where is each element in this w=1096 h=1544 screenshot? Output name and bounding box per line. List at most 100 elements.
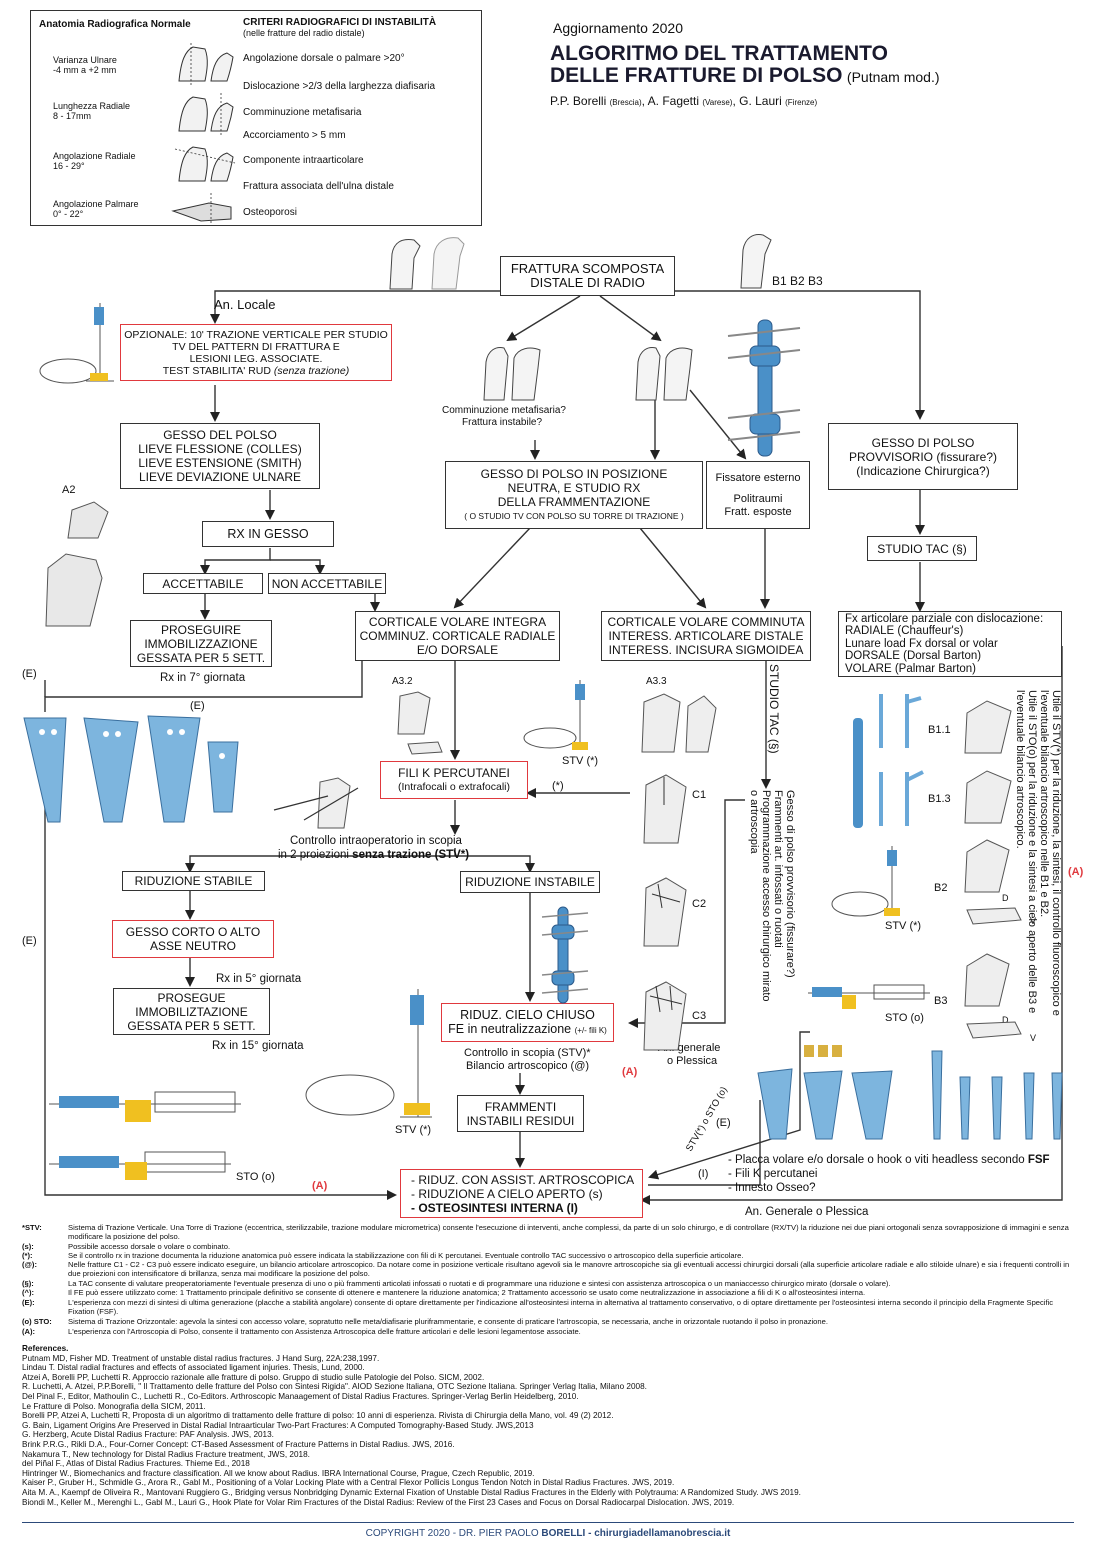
gesso-neutra-line: GESSO DI POLSO IN POSIZIONE [480, 467, 668, 481]
horizontal-traction-icon [49, 1151, 231, 1180]
gesso-neutra-line: DELLA FRAMMENTAZIONE [497, 495, 651, 509]
b2-fracture-icon [964, 839, 1022, 925]
label-b1-3: B1.3 [928, 793, 951, 805]
utile-vert-line: Utile il STV(*) per la riduzione, la sin… [1050, 690, 1062, 1016]
reference-item: Del Pinal F., Editor, Mathoulin C., Luch… [22, 1391, 579, 1401]
non-accettabile-label: NON ACCETTABILE [271, 576, 383, 591]
an-locale-label: An. Locale [214, 297, 276, 312]
anatomy-label: Varianza Ulnare [53, 55, 117, 65]
label-e: (E) [190, 700, 205, 712]
riduzione-stabile-box: RIDUZIONE STABILE [122, 871, 265, 891]
b-types-label: B1 B2 B3 [772, 274, 823, 288]
frammenti-line: FRAMMENTI [484, 1099, 557, 1114]
author: G. Lauri [739, 94, 782, 108]
anatomy-label: Lunghezza Radiale [53, 101, 131, 111]
footnotes: *STV: Sistema di Trazione Verticale. Una… [0, 1223, 1096, 1344]
footnote-key: (@): [22, 1260, 37, 1269]
controllo-intra2-wrap: in 2 proiezioni senza trazione (STV*) [278, 849, 469, 861]
proseguire-line: IMMOBILIZZAZIONE [144, 636, 258, 651]
k-wire-fracture-icon [273, 777, 359, 829]
prosegue-line: PROSEGUE [157, 990, 226, 1005]
bone-sketch-icon [483, 347, 541, 401]
copyright-bold: BORELLI - chirurgiadellamanobrescia.it [541, 1528, 731, 1539]
bone-sketch-icon [635, 347, 693, 401]
traction-tower-icon [523, 680, 588, 750]
rx-gesso-label: RX IN GESSO [227, 527, 309, 541]
footnote-key: *STV: [22, 1223, 42, 1232]
i-label: (I) [698, 1168, 709, 1180]
label-b2: B2 [934, 882, 948, 894]
riduzione-instabile-label: RIDUZIONE INSTABILE [465, 875, 595, 889]
page-title-line2-wrap: DELLE FRATTURE DI POLSO (Putnam mod.) [550, 64, 940, 88]
anatomy-value: 0° - 22° [53, 209, 84, 219]
final-line: - RIDUZ. CON ASSIST. ARTROSCOPICA [411, 1172, 635, 1187]
studio-tac-box: STUDIO TAC (§) [867, 536, 977, 561]
gesso-prov-line: PROVVISORIO (fissurare?) [848, 449, 998, 464]
gesso-neutra-line: NEUTRA, E STUDIO RX [507, 481, 641, 495]
corticale-integra-line: COMMINUZ. CORTICALE RADIALE [359, 629, 556, 643]
riduzione-stabile-label: RIDUZIONE STABILE [134, 874, 253, 888]
footnote-text: L'esperienza con l'Artroscopia di Polso,… [68, 1327, 581, 1336]
page-title-line2: DELLE FRATTURE DI POLSO [550, 64, 843, 87]
criterion: Angolazione dorsale o palmare >20° [243, 53, 405, 64]
start-box: FRATTURA SCOMPOSTA DISTALE DI RADIO [500, 256, 675, 296]
external-fixator-icon [727, 319, 801, 457]
fissatore-line: Politraumi [733, 492, 783, 505]
studio-tac-vertical: STUDIO TAC (§) [767, 664, 781, 754]
reference-item: G. Bain, Ligament Origins Are Preserved … [22, 1420, 534, 1430]
a3-3-fracture-icon [641, 693, 717, 753]
optional-traction-box: OPZIONALE: 10' TRAZIONE VERTICALE PER ST… [120, 324, 392, 381]
placca-wrap: - Placca volare e/o dorsale o hook o vit… [728, 1154, 1050, 1166]
controllo-intra-bold: senza trazione (STV*) [352, 849, 470, 861]
anatomy-label: Angolazione Radiale [53, 151, 136, 161]
start-line: FRATTURA SCOMPOSTA [510, 261, 665, 276]
footnote-key: (*): [22, 1251, 33, 1260]
fissatore-line: Fissatore esterno [715, 471, 801, 484]
footnote-text: Sistema di Trazione Orizzontale: agevola… [68, 1317, 828, 1326]
fsf-plates-icon [757, 1045, 1063, 1140]
placca-bold: FSF [1027, 1154, 1050, 1166]
footnote-key: (§): [22, 1279, 34, 1288]
label-a3-3: A3.3 [646, 676, 667, 687]
gesso-prov-vert-line: Programmazione accesso chirurgico mirato [760, 790, 772, 1002]
label-d: D [1002, 893, 1009, 903]
horizontal-traction-icon [49, 1091, 241, 1122]
traction-tower-icon [831, 846, 900, 917]
gesso-prov-line: GESSO DI POLSO [871, 435, 975, 450]
author-city: (Firenze) [785, 98, 818, 107]
controllo-intra: Controllo intraoperatorio in scopia [290, 835, 462, 847]
footnote-key: (o) STO: [22, 1317, 52, 1326]
corticale-comminuta-line: INTERESS. ARTICOLARE DISTALE [608, 629, 804, 643]
anatomy-value: -4 mm a +2 mm [53, 65, 117, 75]
reference-item: Le Fratture di Polso. Monografia della S… [22, 1401, 206, 1411]
corticale-comminuta-box: CORTICALE VOLARE COMMINUTA INTERESS. ART… [601, 611, 811, 661]
corticale-integra-box: CORTICALE VOLARE INTEGRA COMMINUZ. CORTI… [355, 611, 560, 661]
reference-item: Borelli PP, Atzei A, Luchetti R, Propost… [22, 1411, 614, 1421]
label-d: D [1002, 1015, 1009, 1025]
prosegue-line: GESSATA PER 5 SETT. [127, 1018, 256, 1033]
a3-2-fracture-icon [397, 691, 443, 755]
label-a3-2: A3.2 [392, 676, 413, 687]
c3-fracture-icon [643, 981, 687, 1051]
footnote-text: Possibile accesso dorsale o volare o com… [68, 1242, 231, 1251]
prosegue-line: IMMOBILIZTAZIONE [135, 1004, 248, 1019]
label-sto: STO (o) [885, 1012, 924, 1024]
fili-k-label: FILI K PERCUTANEI [398, 766, 510, 780]
label-e: (E) [22, 668, 37, 680]
final-box: - RIDUZ. CON ASSIST. ARTROSCOPICA - RIDU… [400, 1169, 643, 1218]
final-line: - RIDUZIONE A CIELO APERTO (s) [411, 1186, 603, 1201]
label-a: (A) [312, 1180, 328, 1192]
external-fixator-icon [541, 906, 589, 1004]
update-label: Aggiornamento 2020 [553, 20, 683, 36]
bone-sketch-icon [740, 234, 772, 289]
label-e: (E) [716, 1117, 731, 1129]
b1-1-fracture-icon [964, 700, 1012, 754]
fe-note: (+/- fili K) [574, 1025, 607, 1035]
comminution-question: Comminuzione metafisaria? [442, 405, 566, 416]
gesso-polso-line: LIEVE FLESSIONE (COLLES) [138, 442, 302, 456]
traction-tower-icon [305, 989, 432, 1118]
fx-articolare-line: VOLARE (Palmar Barton) [845, 662, 977, 675]
c1-fracture-icon [643, 774, 687, 844]
criterion: Accorciamento > 5 mm [243, 130, 346, 141]
author-city: (Brescia) [609, 98, 642, 107]
